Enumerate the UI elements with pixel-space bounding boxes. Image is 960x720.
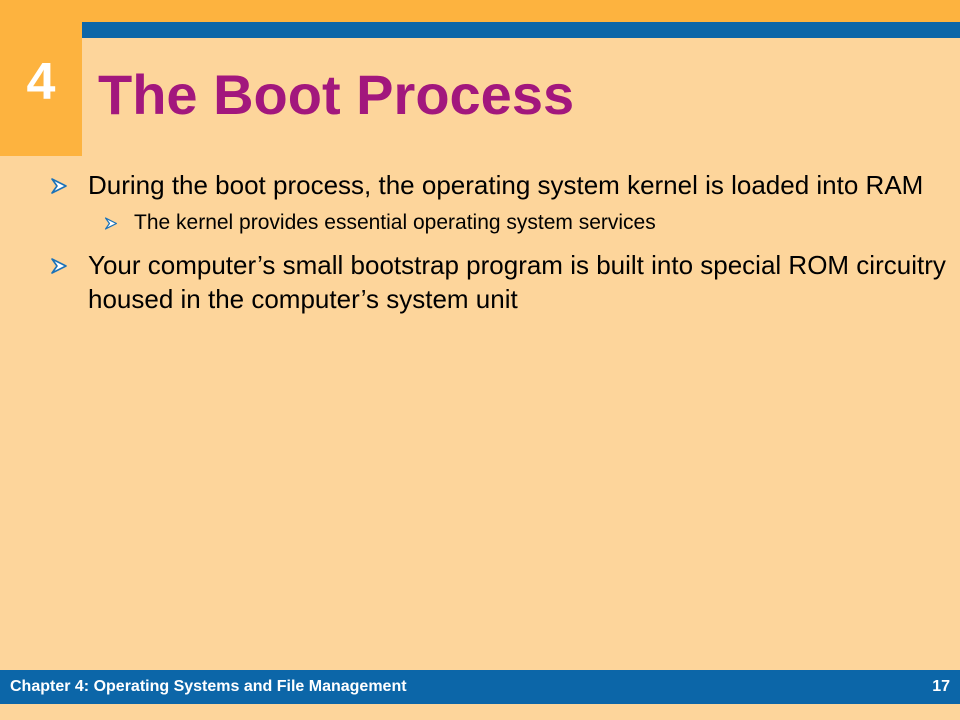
sub-bullet-list: The kernel provides essential operating … <box>88 208 950 238</box>
top-blue-bar <box>82 22 960 38</box>
sub-bullet-item: The kernel provides essential operating … <box>104 208 950 238</box>
bullet-item: During the boot process, the operating s… <box>50 168 950 238</box>
arrow-bullet-icon <box>51 178 67 194</box>
slide-title: The Boot Process <box>98 63 575 126</box>
bullet-text: Your computer’s small bootstrap program … <box>88 250 946 314</box>
bullet-list: During the boot process, the operating s… <box>50 168 950 316</box>
footer-bar: Chapter 4: Operating Systems and File Ma… <box>0 670 960 704</box>
page-number: 17 <box>932 678 950 695</box>
arrow-bullet-icon <box>51 258 67 274</box>
bullet-item: Your computer’s small bootstrap program … <box>50 248 950 316</box>
bullet-text: During the boot process, the operating s… <box>88 170 924 200</box>
sub-bullet-text: The kernel provides essential operating … <box>134 211 656 234</box>
top-accent-strip <box>0 0 960 22</box>
arrow-bullet-icon <box>104 217 118 230</box>
chapter-number: 4 <box>26 53 56 111</box>
footer-chapter-title: Chapter 4: Operating Systems and File Ma… <box>10 678 407 695</box>
chapter-badge: 4 <box>0 0 82 156</box>
